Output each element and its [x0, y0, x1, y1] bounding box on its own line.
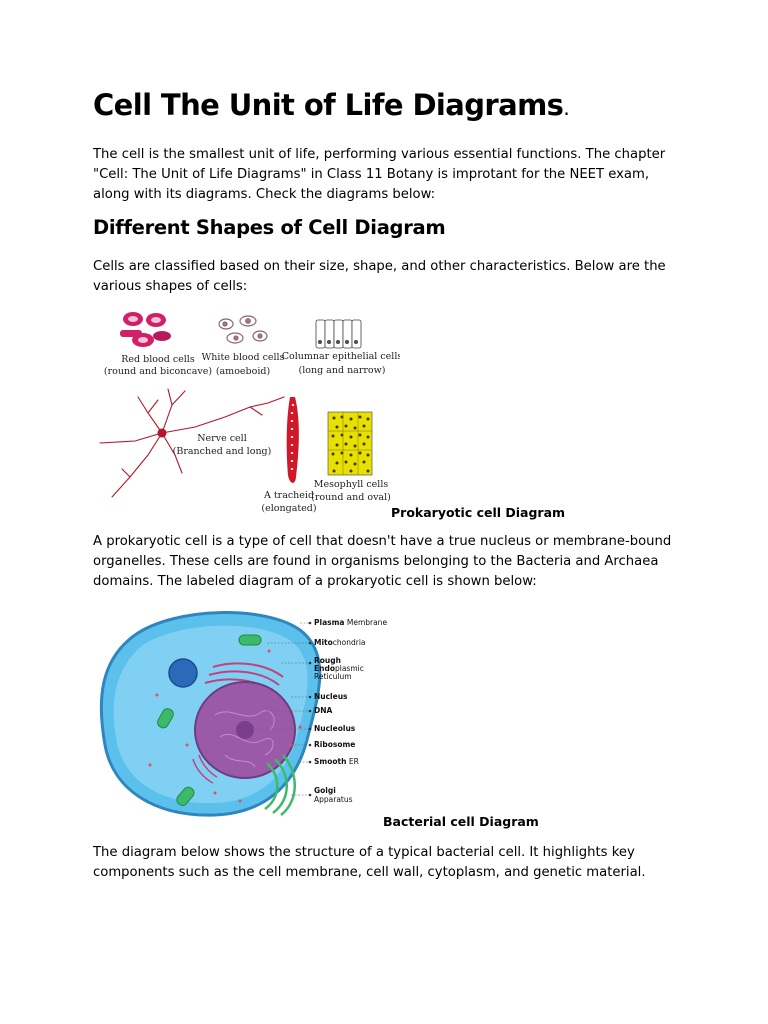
mesophyll-sublabel: (round and oval): [311, 492, 391, 503]
nerve-cell-illustration: [99, 388, 285, 498]
label-rough: Rough: [314, 656, 341, 665]
rbc-label: Red blood cells: [121, 354, 195, 365]
label-dna: DNA: [314, 706, 333, 715]
prokaryotic-caption: Prokaryotic cell Diagram: [391, 505, 566, 520]
columnar-epithelial-illustration: [315, 319, 362, 349]
leader-dots: [308, 621, 312, 797]
label-ribosome: Ribosome: [314, 740, 355, 749]
columnar-label: Columnar epithelial cells: [282, 351, 400, 362]
page-title-text: Cell The Unit of Life Diagrams: [93, 88, 564, 122]
mesophyll-label: Mesophyll cells: [314, 479, 389, 490]
intro-paragraph: The cell is the smallest unit of life, p…: [93, 147, 666, 202]
bacterial-paragraph: The diagram below shows the structure of…: [93, 845, 646, 880]
label-mitochondria: Mitochondria: [314, 638, 366, 647]
vacuole: [168, 658, 198, 688]
label-plasma-membrane: Plasma Membrane: [314, 618, 387, 627]
columnar-sublabel: (long and narrow): [299, 365, 386, 376]
nerve-sublabel: (Branched and long): [173, 446, 272, 457]
golgi-apparatus: [264, 754, 296, 816]
cell-shapes-figure: Red blood cells (round and biconcave) Wh…: [99, 312, 400, 514]
mesophyll-cells-illustration: [327, 411, 373, 476]
shapes-heading: Different Shapes of Cell Diagram: [93, 216, 446, 239]
red-blood-cells-illustration: [120, 312, 171, 347]
label-smooth-er: Smooth ER: [314, 757, 359, 766]
prokaryotic-paragraph: A prokaryotic cell is a type of cell tha…: [93, 534, 672, 589]
smooth-er: [192, 754, 218, 784]
label-endoplasmic: Endoplasmic: [314, 664, 364, 673]
prokaryotic-cell-figure: Plasma Membrane Mitochondria Rough Endop…: [99, 611, 387, 817]
dna-strands: [214, 710, 275, 768]
rbc-sublabel: (round and biconcave): [104, 366, 212, 377]
tracheid-illustration: [286, 397, 299, 483]
shapes-intro-paragraph: Cells are classified based on their size…: [93, 259, 666, 294]
page-title: Cell The Unit of Life Diagrams.: [93, 88, 570, 122]
nerve-label: Nerve cell: [197, 433, 247, 444]
leader-lines: [255, 622, 310, 796]
label-nucleus: Nucleus: [314, 692, 348, 701]
tracheid-sublabel: (elongated): [261, 503, 316, 514]
title-period: .: [563, 96, 570, 120]
ribosomes: [148, 649, 302, 803]
bacterial-caption: Bacterial cell Diagram: [383, 814, 539, 829]
wbc-label: White blood cells: [202, 352, 285, 363]
nucleolus: [236, 721, 254, 739]
label-apparatus: Apparatus: [314, 795, 353, 804]
label-reticulum: Reticulum: [314, 672, 352, 681]
label-golgi: Golgi: [314, 786, 336, 795]
white-blood-cells-illustration: [218, 315, 268, 344]
tracheid-label: A tracheid: [263, 490, 314, 501]
mitochondria-group: [157, 634, 262, 806]
wbc-sublabel: (amoeboid): [216, 366, 270, 377]
label-nucleolus: Nucleolus: [314, 724, 356, 733]
